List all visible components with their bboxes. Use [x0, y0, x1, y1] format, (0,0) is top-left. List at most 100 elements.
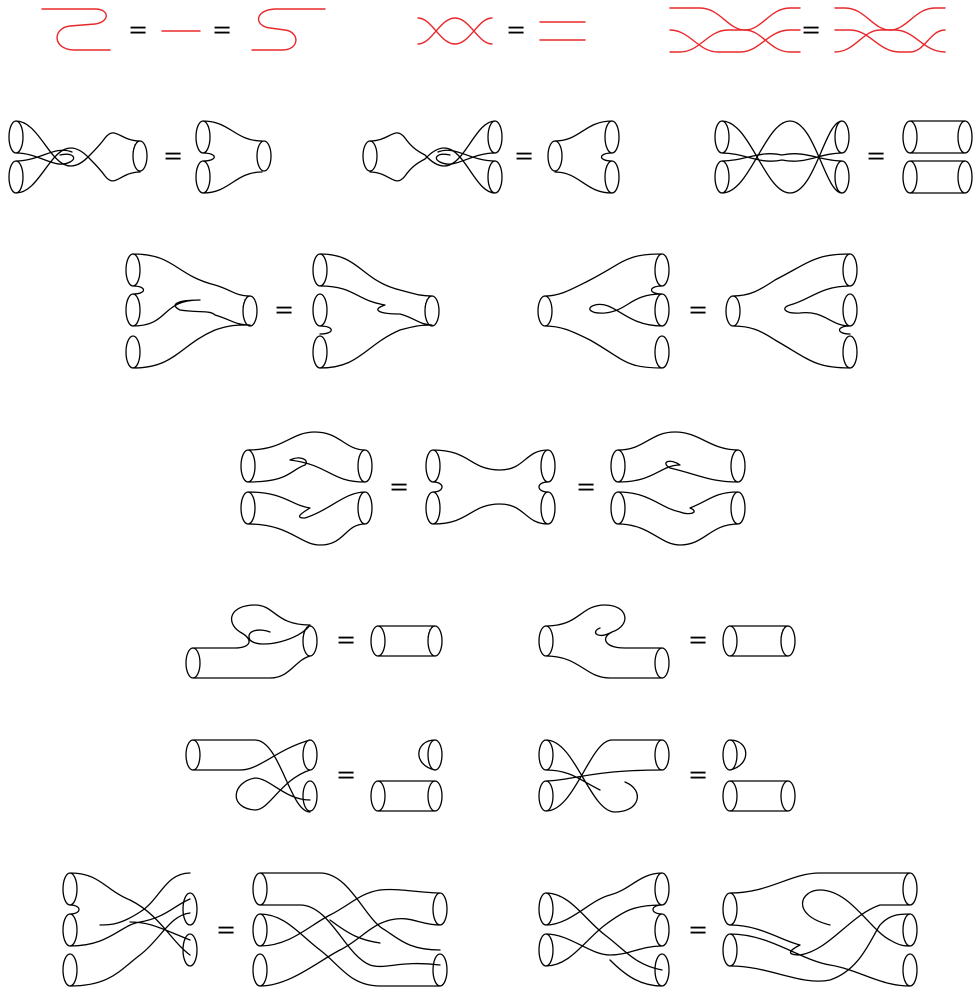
boundary-circle	[303, 781, 317, 811]
boundary-circle	[605, 121, 619, 153]
boundary-circle	[723, 781, 737, 811]
boundary-circle	[9, 121, 23, 153]
boundary-circle	[313, 294, 327, 326]
boundary-circle	[605, 161, 619, 193]
surface-outline	[260, 873, 440, 986]
boundary-circle	[253, 873, 267, 905]
boundary-circle	[63, 954, 77, 986]
boundary-circle	[433, 893, 447, 925]
relation-frobenius: = =	[241, 432, 745, 545]
boundary-circle	[958, 121, 972, 153]
boundary-circle	[715, 121, 729, 153]
equals-sign: =	[688, 916, 708, 944]
relation-split-twist: =	[363, 121, 619, 193]
boundary-circle	[541, 492, 555, 524]
surface-outline	[730, 873, 910, 986]
boundary-circle	[126, 254, 140, 286]
equals-sign: =	[688, 296, 708, 324]
boundary-circle	[726, 296, 740, 326]
equals-sign: =	[212, 16, 232, 44]
boundary-circle	[731, 450, 745, 482]
boundary-circle	[428, 740, 442, 770]
boundary-circle	[241, 450, 255, 482]
boundary-circle	[186, 648, 200, 678]
boundary-circle	[538, 296, 552, 326]
equals-sign: =	[688, 626, 708, 654]
surface-outline	[730, 781, 788, 811]
boundary-circle	[903, 914, 917, 946]
string-relation-zigzag: = =	[42, 9, 325, 50]
braid-left-s1	[670, 8, 800, 30]
boundary-circle	[63, 914, 77, 946]
surface-outline	[733, 254, 850, 368]
braid-right-s3	[835, 30, 945, 52]
equals-sign: =	[576, 473, 596, 501]
string-zigzag-right	[252, 9, 325, 50]
boundary-circle	[903, 954, 917, 986]
surface-outline	[16, 148, 140, 193]
equals-sign: =	[866, 142, 886, 170]
boundary-circle	[426, 492, 440, 524]
boundary-circle	[655, 648, 669, 678]
boundary-circle	[9, 161, 23, 193]
surface-outline	[722, 153, 842, 161]
relation-merge-braid: =	[63, 873, 447, 986]
boundary-circle	[731, 492, 745, 524]
relation-twist-cap: =	[186, 740, 442, 812]
boundary-circle	[539, 893, 553, 925]
surface-outline	[378, 626, 435, 656]
boundary-circle	[63, 873, 77, 905]
boundary-circle	[539, 934, 553, 966]
boundary-circle	[655, 740, 669, 770]
boundary-circle	[903, 121, 917, 153]
boundary-circle	[655, 873, 669, 905]
boundary-circle	[303, 740, 317, 770]
boundary-circle	[655, 914, 669, 946]
surface-outline	[433, 450, 548, 524]
string-relation-braid: =	[670, 8, 945, 52]
boundary-circle	[253, 914, 267, 946]
boundary-circle	[541, 450, 555, 482]
surface-outline	[730, 626, 788, 656]
braid-left-s3	[670, 30, 745, 52]
equals-sign: =	[163, 142, 183, 170]
boundary-circle	[903, 873, 917, 905]
boundary-circle	[655, 336, 669, 368]
boundary-circle	[183, 893, 197, 925]
boundary-circle	[253, 954, 267, 986]
boundary-circle	[426, 450, 440, 482]
boundary-circle	[611, 492, 625, 524]
boundary-circle	[655, 294, 669, 326]
relation-twist-cup: =	[539, 740, 795, 812]
boundary-circle	[548, 141, 562, 171]
surface-outline	[546, 740, 662, 812]
boundary-circle	[196, 161, 210, 193]
boundary-circle	[539, 626, 553, 656]
relation-braid-split: =	[539, 873, 917, 986]
surface-outline	[910, 121, 965, 193]
boundary-circle	[488, 121, 502, 153]
cap-surface	[419, 740, 435, 770]
cup-surface	[730, 740, 746, 770]
equals-sign: =	[336, 761, 356, 789]
boundary-circle	[186, 740, 200, 770]
equals-sign: =	[274, 296, 294, 324]
boundary-circle	[126, 294, 140, 326]
boundary-circle	[723, 934, 737, 966]
boundary-circle	[433, 954, 447, 986]
surface-outline	[70, 873, 190, 986]
boundary-circle	[715, 161, 729, 193]
surface-outline	[555, 121, 612, 193]
relation-twist-merge: =	[9, 121, 271, 193]
equals-sign: =	[688, 761, 708, 789]
boundary-circle	[843, 254, 857, 286]
surface-outline	[133, 254, 250, 368]
boundary-circle	[723, 893, 737, 925]
boundary-circle	[196, 121, 210, 153]
surface-outline	[370, 121, 495, 166]
equals-sign: =	[216, 916, 236, 944]
boundary-circle	[655, 254, 669, 286]
boundary-circle	[843, 336, 857, 368]
boundary-circle	[723, 626, 737, 656]
